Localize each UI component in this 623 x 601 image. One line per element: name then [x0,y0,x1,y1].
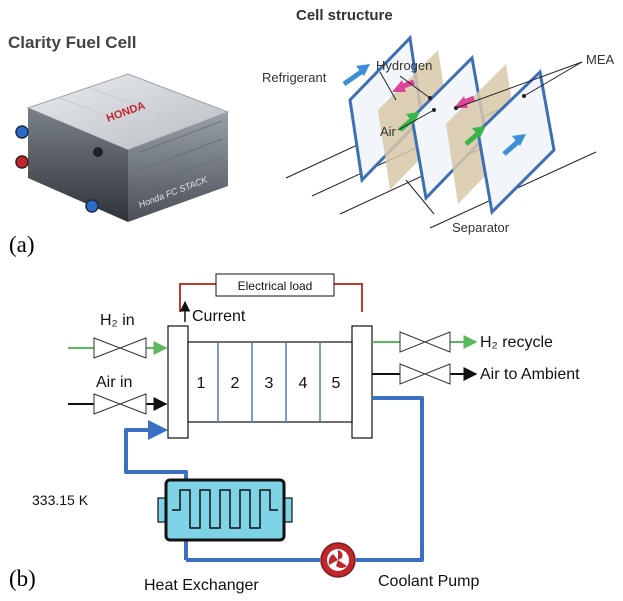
h2-recycle-label: H₂ recycle [480,334,553,351]
end-plate-right [351,325,373,439]
hydrogen-arrow-icon [392,79,415,92]
cell-5-label: 5 [332,375,341,392]
panel-a: Clarity Fuel Cell HONDA Honda FC STACK (… [8,7,615,257]
product-title: Clarity Fuel Cell [8,33,136,52]
refrigerant-arrow-icon [342,64,370,87]
air-outlet-valve-icon [399,363,451,385]
air-arrow-icon [464,126,486,146]
air-inlet-valve-icon [93,393,147,415]
h2-in-label: H₂ in [100,312,135,329]
hydrogen-label: Hydrogen [376,58,432,73]
coolant-supply-line [124,420,188,488]
air-to-ambient-label: Air to Ambient [480,366,580,383]
coolant-temperature-label: 333.15 K [32,492,89,508]
coolant-return-line [356,396,424,562]
coolant-pump-icon [320,542,356,578]
panel-a-label: (a) [9,232,35,257]
refrigerant-label: Refrigerant [262,70,327,85]
mea-label: MEA [586,52,615,67]
cell-3-label: 3 [265,375,274,392]
h2-inlet-valve-icon [93,337,147,359]
fuel-cell-stack-image: HONDA Honda FC STACK [15,73,230,222]
end-plate-left [167,325,189,439]
panel-b-label: (b) [9,566,36,591]
hot-port-icon [15,155,29,169]
h2-recycle-valve-icon [399,331,451,353]
electrical-load-label: Electrical load [238,279,313,293]
cell-stack [187,341,353,423]
air-label: Air [380,124,397,139]
coolant-port-icon [15,125,29,139]
coolant-pump-label: Coolant Pump [378,573,479,590]
refrigerant-arrow-icon [502,134,526,156]
cell-2-label: 2 [231,375,240,392]
electrical-load-box [215,273,335,297]
cell-1-label: 1 [197,375,206,392]
coolant-port-icon [85,199,99,213]
cell-structure-diagram: Refrigerant Hydrogen Air MEA Separator [262,34,615,235]
load-wire [334,283,363,312]
cell-structure-title: Cell structure [296,7,393,24]
cell-4-label: 4 [299,375,308,392]
panel-b: Electrical load Current 1 2 3 4 5 H₂ in … [9,273,580,594]
heat-exchanger-icon [157,478,293,542]
current-label: Current [192,308,246,325]
connector-icon [93,147,103,157]
heat-exchanger-label: Heat Exchanger [144,577,259,594]
separator-label: Separator [452,220,510,235]
air-in-label: Air in [96,374,132,391]
